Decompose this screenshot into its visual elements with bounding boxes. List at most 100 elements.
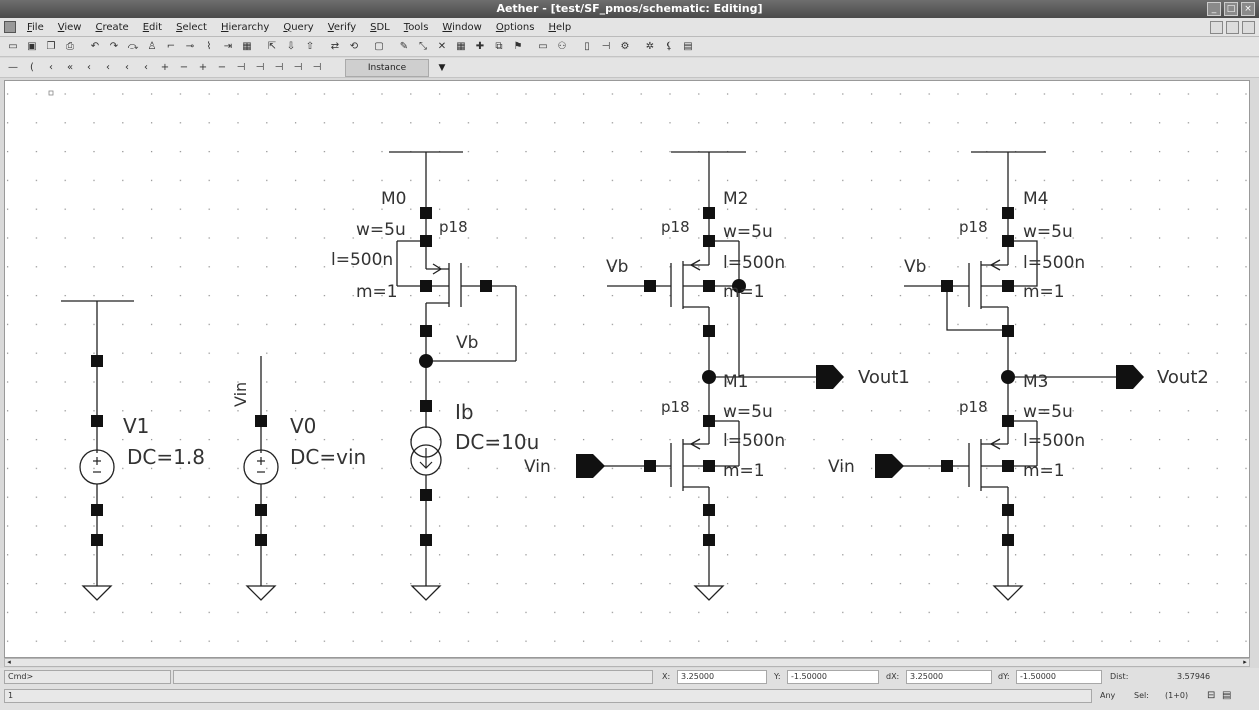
menu-edit[interactable]: Edit (142, 21, 163, 33)
plus-icon[interactable]: ✚ (475, 41, 485, 52)
draw-toolbar: —(‹«‹‹‹‹+−+−⊣⊣⊣⊣⊣ Instance ▼ (0, 58, 1259, 78)
vout2-pin[interactable] (1116, 365, 1144, 389)
report-icon[interactable]: ▤ (683, 41, 693, 52)
arc1-icon[interactable]: ( (30, 62, 34, 73)
arc4-icon[interactable]: ‹ (87, 62, 91, 73)
pin-icon[interactable]: ⊸ (185, 41, 195, 52)
select-icon[interactable]: ⇱ (267, 41, 277, 52)
wire1-icon[interactable]: + (160, 62, 170, 73)
flag-icon[interactable]: ⚑ (513, 41, 523, 52)
wire2-icon[interactable]: − (179, 62, 189, 73)
new-icon[interactable]: ▭ (8, 41, 18, 52)
v0-name: V0 (290, 414, 316, 438)
binocular-icon[interactable]: ⚇ (557, 41, 567, 52)
float-icon[interactable] (1226, 21, 1239, 34)
redo-icon[interactable]: ↷ (109, 41, 119, 52)
menu-hierarchy[interactable]: Hierarchy (220, 21, 270, 33)
wire4-icon[interactable]: − (217, 62, 227, 73)
copy-icon[interactable]: ❐ (46, 41, 56, 52)
dock-close-icon[interactable] (1242, 21, 1255, 34)
minimize-icon[interactable]: _ (1207, 2, 1221, 16)
up-arrow-icon[interactable]: ⇧ (305, 41, 315, 52)
pin4-icon[interactable]: ⊣ (293, 62, 303, 73)
menu-options[interactable]: Options (495, 21, 535, 33)
print-icon[interactable]: ⎙ (66, 41, 74, 52)
lock-icon[interactable]: ⊟ (1207, 690, 1216, 701)
pencil-icon[interactable]: ✎ (399, 41, 409, 52)
cmd-field[interactable]: Cmd> (4, 670, 171, 684)
vin-pin-2[interactable] (875, 454, 904, 478)
line-icon[interactable]: — (8, 62, 18, 73)
bus-icon[interactable]: ⇥ (223, 41, 233, 52)
table-icon[interactable]: ▦ (242, 41, 252, 52)
menu-window[interactable]: Window (442, 21, 482, 33)
menu-verify[interactable]: Verify (327, 21, 357, 33)
dy-label: dY: (998, 672, 1010, 681)
menu-help[interactable]: Help (548, 21, 572, 33)
schematic-canvas[interactable]: V1 DC=1.8 V0 DC=vin Vin Ib DC=10u M0 w=5… (4, 80, 1250, 658)
snap-icon[interactable]: ▤ (1222, 690, 1232, 701)
m4-l: l=500n (1023, 253, 1085, 273)
person-icon[interactable]: ♙ (147, 41, 157, 52)
menu-tools[interactable]: Tools (403, 21, 429, 33)
scroll-right-icon[interactable]: ▸ (1243, 658, 1247, 666)
maximize-icon[interactable]: □ (1224, 2, 1238, 16)
arc5-icon[interactable]: ‹ (106, 62, 110, 73)
redo-all-icon[interactable]: ⤼ (127, 41, 139, 52)
y-field[interactable]: -1.50000 (787, 670, 879, 684)
m3-l: l=500n (1023, 431, 1085, 451)
vout1-pin[interactable] (816, 365, 844, 389)
vin-pin-1[interactable] (576, 454, 605, 478)
menu-sdl[interactable]: SDL (370, 21, 390, 33)
chevron-down-icon[interactable]: ▼ (438, 62, 446, 73)
app-icon[interactable] (4, 21, 16, 33)
pin5-icon[interactable]: ⊣ (312, 62, 322, 73)
dist-label: Dist: (1110, 672, 1129, 681)
save-icon[interactable]: ▣ (27, 41, 37, 52)
menu-query[interactable]: Query (283, 21, 314, 33)
arc2-icon[interactable]: ‹ (49, 62, 53, 73)
menu-view[interactable]: View (57, 21, 82, 33)
undo-icon[interactable]: ↶ (90, 41, 100, 52)
menu-select[interactable]: Select (176, 21, 207, 33)
net-icon[interactable]: ⌇ (206, 41, 212, 52)
arc6-icon[interactable]: ‹ (125, 62, 129, 73)
move-icon[interactable]: ⇄ (330, 41, 340, 52)
menu-create[interactable]: Create (95, 21, 129, 33)
pin2-icon[interactable]: ⊣ (601, 41, 611, 52)
filter-any[interactable]: Any (1100, 691, 1116, 700)
rotate-icon[interactable]: ⟲ (349, 41, 359, 52)
restore-icon[interactable] (1210, 21, 1223, 34)
stretch-icon[interactable]: ⤡ (419, 41, 427, 52)
dy-field[interactable]: -1.50000 (1016, 670, 1102, 684)
gear-icon[interactable]: ⚙ (620, 41, 630, 52)
monitor-icon[interactable]: ▭ (538, 41, 548, 52)
page-icon[interactable]: ▯ (584, 41, 590, 52)
down-arrow-icon[interactable]: ⇩ (286, 41, 296, 52)
dx-field[interactable]: 3.25000 (906, 670, 992, 684)
settings-icon[interactable]: ✲ (645, 41, 655, 52)
scroll-left-icon[interactable]: ◂ (7, 658, 11, 666)
instance-selector[interactable]: Instance (345, 58, 429, 77)
grid-icon[interactable]: ▦ (456, 41, 466, 52)
wire-icon[interactable]: ⌐ (166, 41, 176, 52)
close-icon[interactable]: × (1241, 2, 1255, 16)
m4-m: m=1 (1023, 282, 1065, 302)
cross-icon[interactable]: ✕ (437, 41, 447, 52)
menu-file[interactable]: File (27, 21, 44, 33)
probe-icon[interactable]: ⚸ (665, 41, 673, 52)
copy2-icon[interactable]: ⧉ (495, 41, 503, 52)
arc7-icon[interactable]: ‹ (144, 62, 148, 73)
pin3-icon[interactable]: ⊣ (274, 62, 284, 73)
x-field[interactable]: 3.25000 (677, 670, 767, 684)
pin2-icon[interactable]: ⊣ (255, 62, 265, 73)
x-label: X: (662, 672, 671, 681)
horizontal-scrollbar[interactable]: ◂ ▸ (4, 658, 1250, 667)
pin1-icon[interactable]: ⊣ (236, 62, 246, 73)
arc3-icon[interactable]: « (66, 62, 74, 73)
wire3-icon[interactable]: + (198, 62, 208, 73)
menu-bar: File View Create Edit Select Hierarchy Q… (0, 18, 1259, 37)
window-icon[interactable]: ▢ (374, 41, 384, 52)
origin-marker (48, 90, 54, 96)
m3-w: w=5u (1023, 402, 1073, 422)
